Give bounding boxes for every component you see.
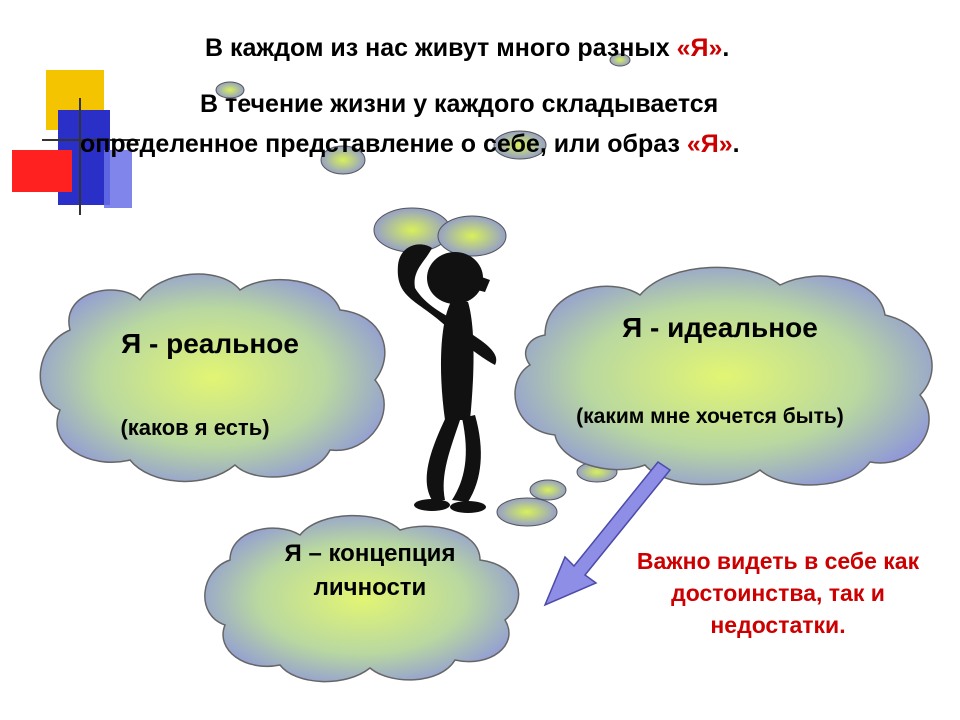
cloud-real xyxy=(39,273,386,483)
real-self-subtitle: (каков я есть) xyxy=(120,415,270,440)
ideal-self-subtitle: (каким мне хочется быть) xyxy=(576,405,844,428)
intro-line-1-text: В каждом из нас живут много разных xyxy=(205,34,677,62)
cloud-concept xyxy=(204,514,520,683)
real-self-title: Я - реальное xyxy=(121,328,299,359)
ideal-self-title: Я - идеальное xyxy=(622,312,818,343)
intro-line-2: В течение жизни у каждого складывается xyxy=(200,90,719,118)
down-left-arrow-icon xyxy=(543,460,672,607)
important-note: Важно видеть в себе как достоинства, так… xyxy=(636,548,920,638)
intro-line-3-end: . xyxy=(732,130,740,158)
intro-line-3: определенное представление о себе, или о… xyxy=(80,130,740,159)
intro-line-1-highlight: «Я» xyxy=(676,34,723,62)
intro-line-1: В каждом из нас живут много разных «Я». xyxy=(205,34,729,63)
thinking-stick-figure-icon xyxy=(397,244,497,513)
intro-line-3-highlight: «Я» xyxy=(686,130,733,158)
corner-squares-logo xyxy=(12,70,140,215)
intro-line-1-end: . xyxy=(722,34,730,62)
self-concept-label: Я – концепция личности xyxy=(284,540,456,601)
thought-bubbles xyxy=(215,53,631,527)
cloud-ideal xyxy=(514,266,933,486)
intro-line-3-text: определенное представление о себе, или о… xyxy=(80,130,687,158)
